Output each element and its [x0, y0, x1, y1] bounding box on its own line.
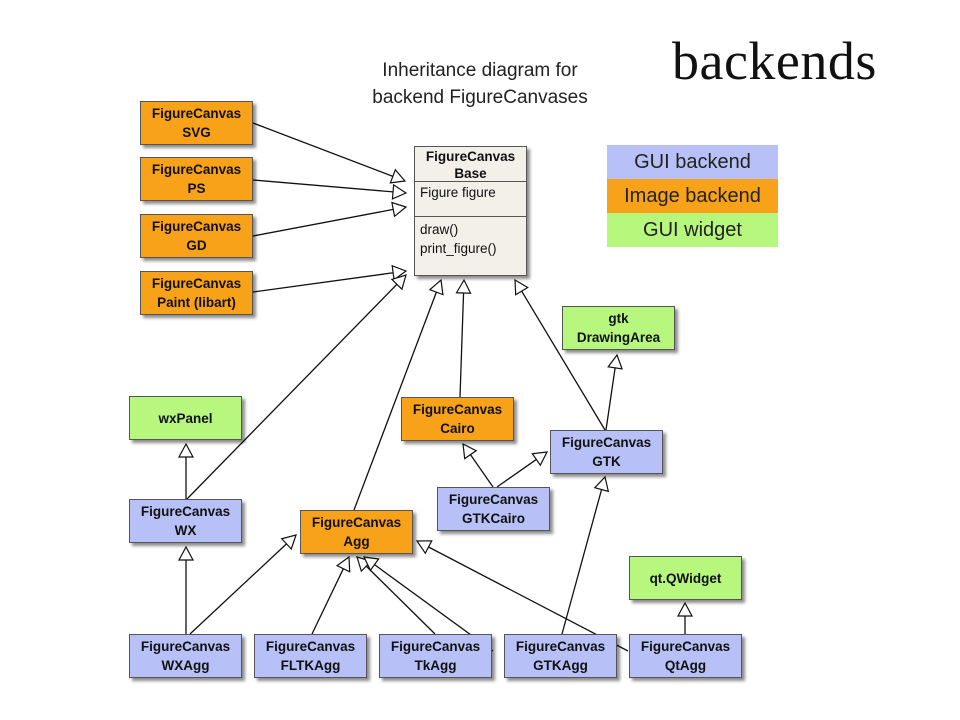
node-figurecanvas-qtagg: FigureCanvas QtAgg	[629, 634, 742, 678]
node-label: FigureCanvas WXAgg	[140, 639, 231, 673]
base-class-attribute: Figure figure	[415, 182, 526, 217]
arrowhead-svg-to-base	[389, 168, 407, 184]
node-figurecanvas-wxagg: FigureCanvas WXAgg	[129, 634, 242, 678]
legend: GUI backend Image backend GUI widget	[607, 145, 778, 247]
node-label: FigureCanvas Agg	[311, 515, 402, 549]
node-wxpanel: wxPanel	[129, 396, 242, 440]
node-figurecanvas-gtkcairo: FigureCanvas GTKCairo	[437, 487, 550, 531]
node-figurecanvas-gd: FigureCanvas GD	[140, 214, 253, 258]
node-gtk-drawingarea: gtk DrawingArea	[562, 306, 675, 350]
edge-cairo-to-base	[459, 292, 465, 398]
legend-gui-backend: GUI backend	[607, 145, 778, 179]
edge-agg-to-base	[353, 291, 438, 511]
arrowhead-wx-to-wxpanel	[177, 442, 195, 458]
node-label: FigureCanvas PS	[151, 162, 242, 196]
node-label: gtk DrawingArea	[576, 311, 661, 345]
edge-gtk-to-gtk_drawingarea	[605, 367, 616, 431]
edge-gd-to-base	[252, 208, 394, 237]
slide-title: backends	[672, 31, 877, 91]
edge-paint-to-base	[252, 272, 394, 293]
arrowhead-gtkcairo-to-gtk	[531, 451, 549, 467]
node-figurecanvas-cairo: FigureCanvas Cairo	[401, 397, 514, 441]
arrowhead-gtkagg-to-gtk	[593, 475, 610, 493]
figurecanvas-base-class: FigureCanvas Base Figure figure draw() p…	[414, 146, 527, 276]
edge-gtkagg-to-gtk	[561, 489, 603, 635]
node-label: wxPanel	[158, 410, 213, 426]
arrowhead-qtagg-to-agg	[415, 540, 433, 555]
node-label: FigureCanvas Paint (libart)	[151, 276, 242, 310]
base-class-name: FigureCanvas Base	[415, 147, 526, 182]
arrowhead-paint-to-base	[391, 264, 408, 281]
node-label: FigureCanvas FLTKAgg	[265, 639, 356, 673]
node-label: FigureCanvas GD	[151, 219, 242, 253]
arrowhead-qtagg-to-qwidget	[676, 601, 694, 617]
arrowhead-gtk-to-base	[514, 278, 529, 296]
base-class-methods: draw() print_figure()	[415, 217, 526, 261]
edge-gtkcairo-to-gtk	[496, 458, 537, 488]
node-label: FigureCanvas GTKAgg	[515, 639, 606, 673]
arrowhead-ps-to-base	[391, 183, 408, 200]
node-figurecanvas-wx: FigureCanvas WX	[129, 499, 242, 543]
diagram-caption: Inheritance diagram for backend FigureCa…	[372, 60, 588, 108]
node-figurecanvas-tkagg: FigureCanvas TkAgg	[379, 634, 492, 678]
node-label: FigureCanvas GTKCairo	[448, 492, 539, 526]
node-label: qt.QWidget	[649, 570, 722, 586]
node-label: FigureCanvas TkAgg	[390, 639, 481, 673]
edge-qtagg-to-agg	[428, 546, 629, 652]
edge-wxagg-to-agg	[189, 543, 287, 635]
node-figurecanvas-gtk: FigureCanvas GTK	[550, 430, 663, 474]
method-print-figure: print_figure()	[420, 241, 497, 256]
edge-fltkagg-to-agg	[311, 568, 344, 635]
edge-tkagg-to-agg	[365, 565, 436, 635]
arrowhead-gtkcairo-to-cairo	[462, 442, 478, 460]
legend-gui-widget: GUI widget	[607, 213, 778, 247]
arrowhead-cairo-to-base	[455, 278, 472, 294]
node-figurecanvas-ps: FigureCanvas PS	[140, 157, 253, 201]
method-draw: draw()	[420, 222, 459, 237]
node-figurecanvas-svg: FigureCanvas SVG	[140, 101, 253, 145]
node-figurecanvas-gtkagg: FigureCanvas GTKAgg	[504, 634, 617, 678]
node-label: FigureCanvas GTK	[561, 435, 652, 469]
legend-image-backend: Image backend	[607, 179, 778, 213]
edge-gtkcairo-to-cairo	[469, 454, 494, 488]
arrowhead-gtk-to-gtk_drawingarea	[607, 353, 623, 370]
node-figurecanvas-paint: FigureCanvas Paint (libart)	[140, 271, 253, 315]
node-label: FigureCanvas SVG	[151, 106, 242, 140]
node-label: FigureCanvas Cairo	[412, 402, 503, 436]
node-figurecanvas-agg: FigureCanvas Agg	[300, 510, 413, 554]
arrowhead-wx-to-base	[390, 274, 407, 291]
node-label: FigureCanvas WX	[140, 504, 231, 538]
arrowhead-wxagg-to-wx	[177, 545, 195, 561]
edge-wx-to-base	[186, 283, 398, 500]
arrowhead-gd-to-base	[391, 201, 408, 218]
edge-ps-to-base	[252, 179, 394, 193]
node-qt-qwidget: qt.QWidget	[629, 556, 742, 600]
edge-gtk-to-base	[521, 290, 606, 431]
arrowhead-fltkagg-to-agg	[335, 555, 351, 573]
edge-svg-to-base	[252, 122, 394, 177]
arrowhead-wxagg-to-agg	[280, 534, 297, 551]
arrowhead-gtkagg-to-agg	[362, 556, 380, 572]
node-figurecanvas-fltkagg: FigureCanvas FLTKAgg	[254, 634, 367, 678]
arrowhead-agg-to-base	[428, 278, 444, 296]
node-label: FigureCanvas QtAgg	[640, 639, 731, 673]
